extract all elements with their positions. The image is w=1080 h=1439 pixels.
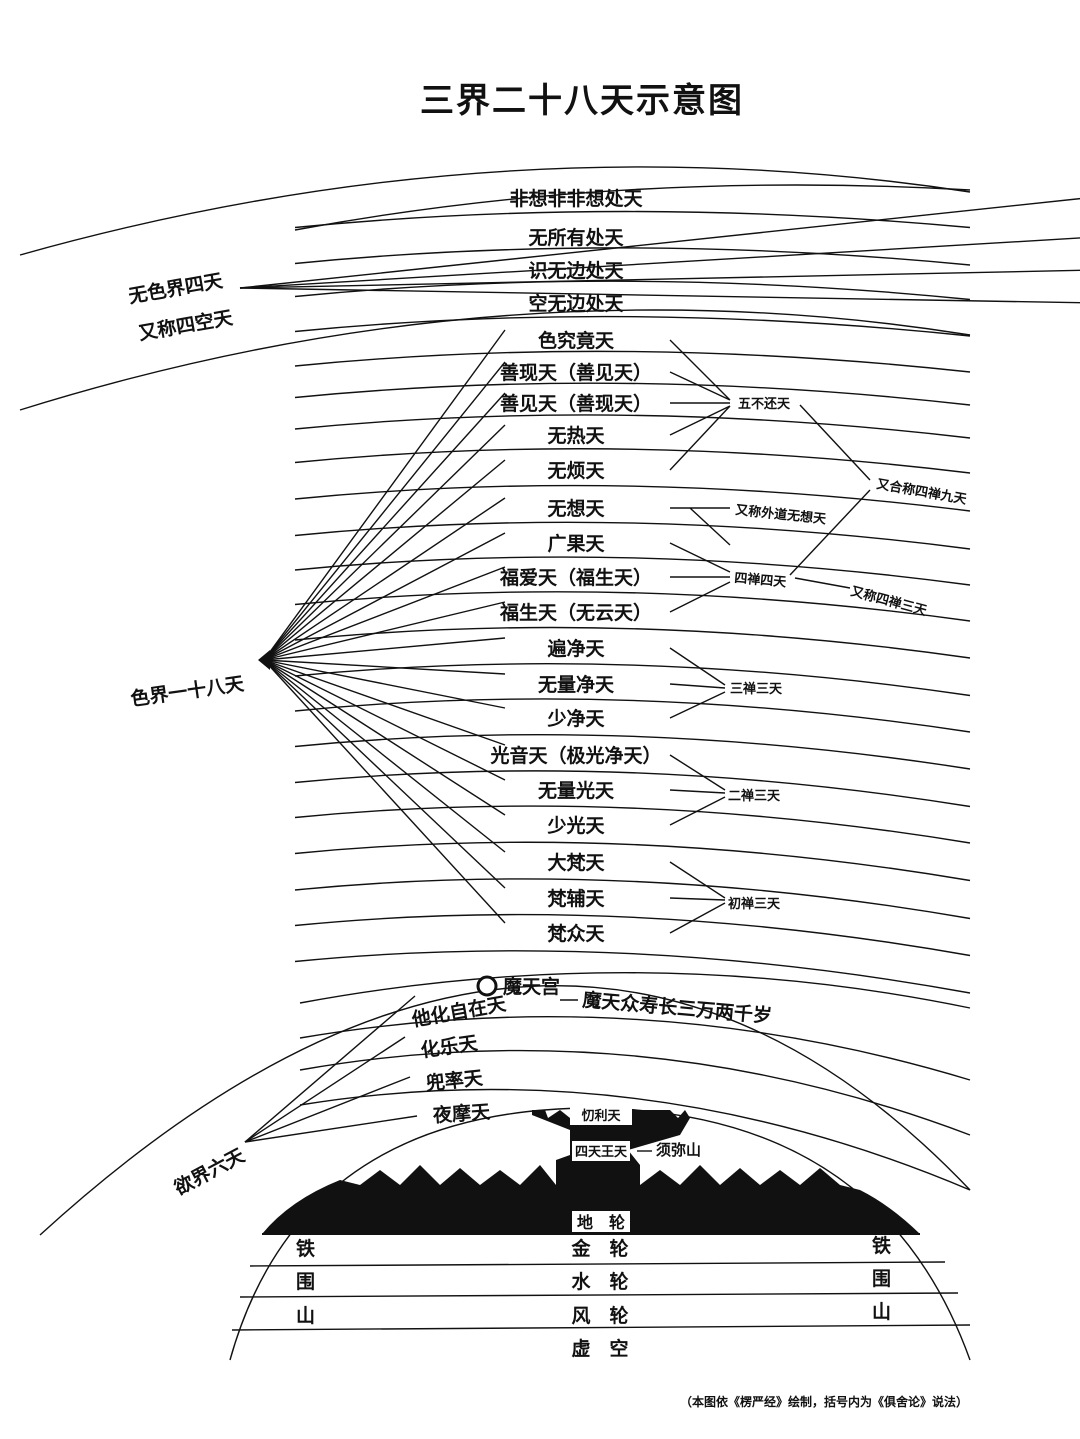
gold-wheel-label: 金 轮 [570,1237,628,1260]
ground-mass [262,1110,920,1234]
heaven-label: 色究竟天 [538,329,615,352]
layer-line-3 [239,1292,959,1298]
formless-realm-label: 无色界四天 [127,269,226,308]
heaven-label: 广果天 [547,532,605,555]
mara-palace-marker [476,975,498,997]
group-second-dhyana: 二禅三天 [728,788,781,804]
heaven-boundary-lines [294,184,971,994]
iron-mountain-right-1: 铁 [872,1234,891,1257]
desire-heaven-label: 夜摩天 [431,1100,491,1127]
group-first-dhyana: 初禅三天 [728,896,781,912]
earth-wheel-box [572,1211,630,1232]
heaven-label: 少光天 [546,814,605,837]
formless-inner-arc [19,309,971,411]
group-five-pure-abodes: 五不还天 [738,396,791,412]
four-kings-heaven-label: 四天王天 [575,1145,628,1160]
four-kings-box [572,1141,630,1161]
iron-mountain-left-3: 山 [296,1305,315,1327]
fan-lines [239,197,1080,1143]
group-fourth-dhyana-three: 又称四禅三天 [848,583,929,619]
trayastrimsa-heaven-label: 忉利天 [581,1108,621,1124]
heaven-label: 梵众天 [547,922,605,945]
heaven-label: 空无边处天 [528,292,624,315]
desire-outer-arc [39,985,971,1236]
trayastrimsa-box [570,1105,632,1125]
desire-realm-label: 欲界六天 [169,1143,249,1200]
heaven-label: 无烦天 [547,460,605,482]
desire-arc-3 [299,1016,971,1081]
formless-outer-arc [19,166,971,256]
heaven-label: 无量净天 [538,673,615,696]
iron-mountain-right-3: 山 [872,1301,891,1323]
diagram-title: 三界二十八天示意图 [420,81,744,121]
mount-sumeru-label: 须弥山 [656,1141,701,1159]
desire-heaven-label: 化乐天 [419,1031,480,1062]
mara-palace-label: 魔天宫 [503,975,560,998]
group-fourth-dhyana-nine: 又合称四禅九天 [874,476,968,508]
heaven-label: 善见天（善现天） [500,392,652,415]
layer-line-2 [249,1261,946,1267]
heaven-label: 无想天 [547,497,605,520]
desire-arc-5 [299,1088,971,1191]
heaven-label: 善现天（善见天） [500,361,652,384]
desire-arc-4 [299,1049,971,1136]
layer-line-4 [231,1324,971,1331]
iron-mountain-left-2: 围 [296,1271,315,1293]
desire-heaven-label: 他化自在天 [409,992,509,1031]
earth-wheel-label: 地 轮 [577,1213,625,1232]
heaven-label: 光音天（极光净天） [489,744,661,767]
heaven-label: 少净天 [546,707,605,730]
heaven-label: 大梵天 [547,851,605,874]
void-label: 虚 空 [571,1337,628,1360]
desire-arc-2 [299,972,971,1009]
heaven-label: 非想非非想处天 [509,187,643,210]
desire-heaven-label: 兜率天 [425,1066,485,1095]
mara-lifespan-label: 魔天众寿长三万两千岁 [582,988,773,1027]
form-realm-vertex [258,650,270,670]
group-non-buddhist-no-thought: 又称外道无想天 [734,502,828,528]
wind-wheel-label: 风 轮 [571,1304,628,1327]
heaven-label: 无所有处天 [528,226,624,249]
heaven-label: 无量光天 [538,779,615,802]
water-wheel-label: 水 轮 [571,1270,628,1293]
form-realm-label: 色界一十八天 [129,672,246,711]
heaven-label: 福生天（无云天） [499,601,652,624]
iron-mountain-left-1: 铁 [296,1237,315,1260]
heaven-label: 福爱天（福生天） [499,566,652,589]
heaven-label: 遍净天 [546,637,605,660]
formless-realm-alt-label: 又称四空天 [137,306,236,345]
heaven-label: 识无边处天 [528,259,624,282]
group-fourth-dhyana-four: 四禅四天 [734,570,788,591]
group-brackets [669,339,871,934]
heaven-label: 无热天 [547,424,605,447]
group-third-dhyana: 三禅三天 [730,681,783,697]
heaven-label: 梵辅天 [547,887,605,910]
iron-mountain-right-2: 围 [872,1268,891,1290]
footnote: （本图依《楞严经》绘制，括号内为《俱舍论》说法） [680,1394,968,1409]
